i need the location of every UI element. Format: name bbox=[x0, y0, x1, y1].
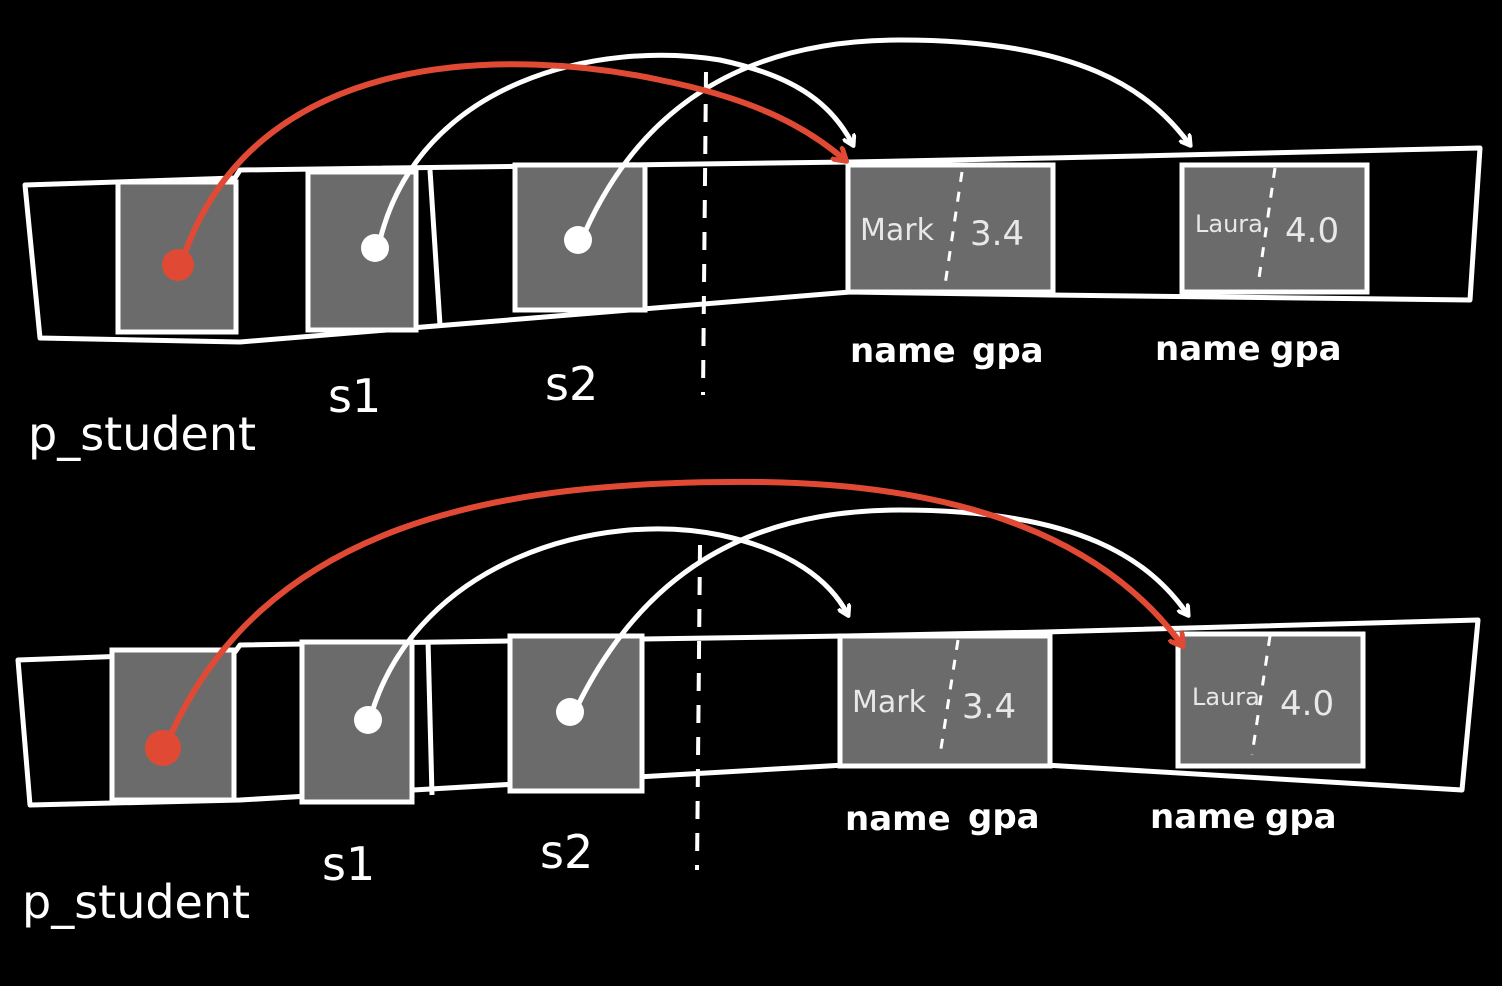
cell-divider bbox=[427, 169, 443, 326]
pointer-variable-label: p_student bbox=[28, 407, 256, 461]
record-name-value: Mark bbox=[860, 213, 935, 248]
s1-variable-label: s1 bbox=[328, 369, 381, 423]
pointer-variable-label: p_student bbox=[22, 875, 250, 929]
s1-variable-label: s1 bbox=[322, 837, 375, 891]
record-mark: Mark 3.4 bbox=[837, 633, 1053, 769]
s1-to-mark-arrow bbox=[377, 52, 853, 241]
s1-pointer-dot bbox=[361, 234, 389, 262]
field-label-gpa: gpa bbox=[1270, 329, 1342, 369]
s2-variable-label: s2 bbox=[540, 825, 593, 879]
field-label-name: name bbox=[1150, 797, 1256, 837]
record-laura: Laura 4.0 bbox=[1175, 631, 1366, 769]
s1-to-mark-arrow bbox=[369, 526, 848, 713]
record-name-value: Mark bbox=[852, 685, 927, 720]
record-mark: Mark 3.4 bbox=[845, 162, 1056, 295]
record-gpa-value: 3.4 bbox=[962, 687, 1016, 727]
diagram-2: Mark 3.4 Laura 4.0 name gpa name gpa p_s… bbox=[15, 478, 1481, 929]
record-laura: Laura 4.0 bbox=[1179, 162, 1370, 295]
field-label-name: name bbox=[850, 331, 956, 371]
s2-to-laura-arrow bbox=[582, 37, 1190, 234]
record-gpa-value: 3.4 bbox=[970, 214, 1024, 254]
cell-divider bbox=[425, 639, 435, 796]
field-label-gpa: gpa bbox=[1265, 797, 1337, 837]
s2-pointer-dot bbox=[564, 226, 592, 254]
s2-pointer-dot bbox=[556, 698, 584, 726]
s1-pointer-dot bbox=[354, 706, 382, 734]
record-name-value: Laura bbox=[1195, 210, 1263, 238]
s2-to-laura-arrow bbox=[575, 507, 1188, 707]
memory-strip bbox=[22, 145, 1483, 345]
field-label-name: name bbox=[1155, 329, 1261, 369]
p-student-to-laura-arrow bbox=[162, 478, 1182, 750]
stack-heap-divider bbox=[701, 71, 708, 396]
p-student-pointer-dot bbox=[145, 730, 181, 766]
diagram-1: Mark 3.4 Laura 4.0 name gpa name gpa p_s… bbox=[22, 37, 1483, 461]
s2-variable-label: s2 bbox=[545, 357, 598, 411]
field-label-name: name bbox=[845, 799, 951, 839]
field-label-gpa: gpa bbox=[972, 331, 1044, 371]
record-name-value: Laura bbox=[1192, 683, 1260, 711]
field-label-gpa: gpa bbox=[968, 797, 1040, 837]
p-student-to-mark-arrow bbox=[177, 61, 845, 269]
record-gpa-value: 4.0 bbox=[1285, 211, 1339, 251]
record-gpa-value: 4.0 bbox=[1280, 684, 1334, 724]
stack-heap-divider bbox=[695, 544, 702, 871]
